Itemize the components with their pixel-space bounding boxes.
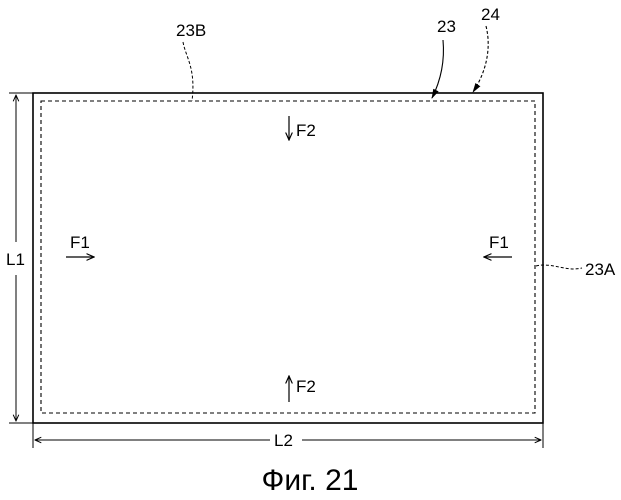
force-label-top: F2: [296, 121, 316, 140]
leader-23: [432, 40, 443, 98]
label-23B: 23B: [176, 21, 206, 40]
force-label-right: F1: [489, 233, 509, 252]
label-23: 23: [437, 17, 456, 36]
label-23A: 23A: [585, 260, 616, 279]
figure-caption: Фиг. 21: [262, 464, 359, 497]
inner-dashed-rect: [41, 101, 535, 413]
dim-label-L2: L2: [274, 431, 293, 450]
force-label-bottom: F2: [296, 377, 316, 396]
dim-label-L1: L1: [6, 250, 25, 269]
label-24: 24: [481, 5, 500, 24]
force-label-left: F1: [70, 233, 90, 252]
leader-24: [473, 26, 488, 92]
leader-23B: [183, 42, 193, 101]
outer-panel-rect: [33, 93, 543, 423]
